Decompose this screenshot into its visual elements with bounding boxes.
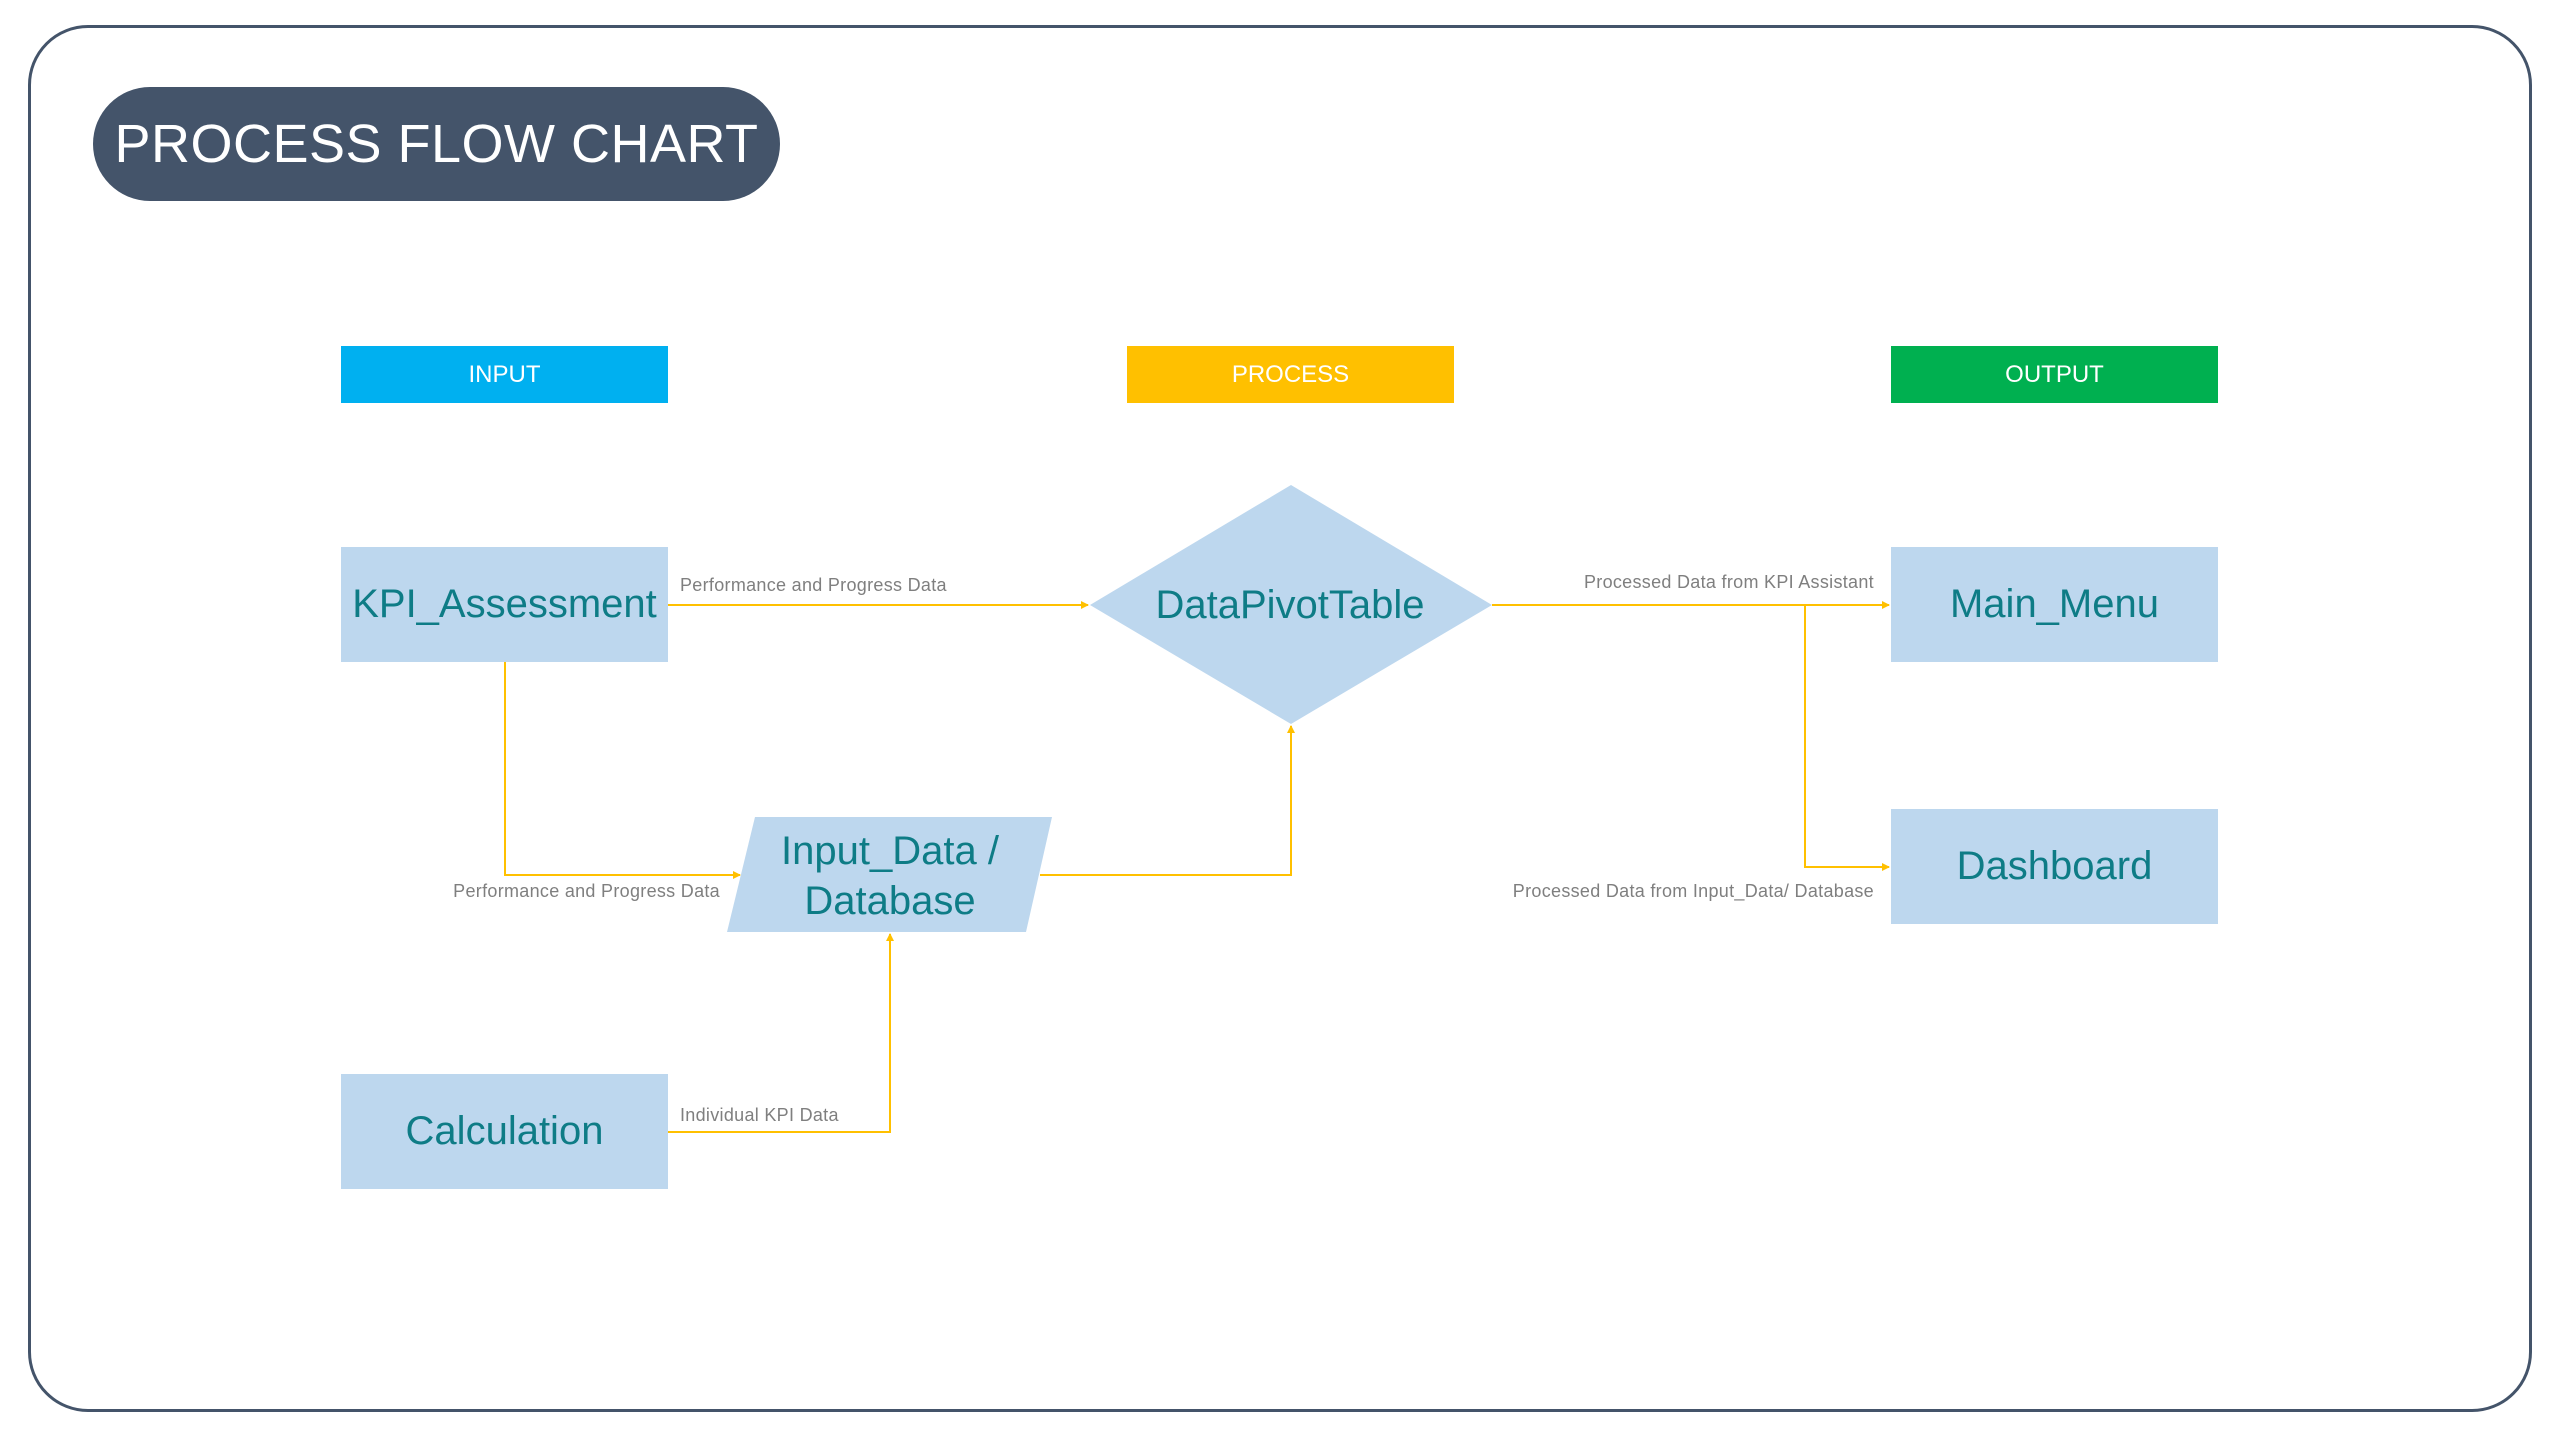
input-column-header: INPUT	[341, 346, 668, 403]
dashboard-node: Dashboard	[1891, 809, 2218, 924]
connector-input-data-to-pivot	[1040, 725, 1295, 876]
edge-label-pivot-to-dashboard: Processed Data from Input_Data/ Database	[1512, 881, 1874, 901]
process-column-header: PROCESS	[1127, 346, 1454, 403]
input-data-label: Input_Data / Database	[730, 818, 1050, 933]
edge-label-pivot-to-main-menu: Processed Data from KPI Assistant	[1583, 572, 1874, 592]
edge-label-kpi-to-input-data: Performance and Progress Data	[453, 881, 720, 901]
input-data-label-line1: Input_Data /	[781, 828, 999, 873]
connector-pivot-to-dashboard	[1804, 605, 1890, 871]
edge-label-kpi-to-pivot: Performance and Progress Data	[680, 575, 947, 595]
main-menu-node: Main_Menu	[1891, 547, 2218, 662]
page-title: PROCESS FLOW CHART	[93, 87, 780, 201]
input-data-label-line2: Database	[804, 878, 976, 923]
output-column-header: OUTPUT	[1891, 346, 2218, 403]
connector-calc-to-input-data	[668, 933, 894, 1133]
data-pivot-table-diamond	[1090, 485, 1492, 724]
input-data-parallelogram	[727, 817, 1052, 932]
data-pivot-table-label: DataPivotTable	[1155, 583, 1425, 627]
calculation-node: Calculation	[341, 1074, 668, 1189]
kpi-assessment-node: KPI_Assessment	[341, 547, 668, 662]
edge-label-calc-to-input-data: Individual KPI Data	[680, 1105, 839, 1125]
connector-kpi-to-input-data	[504, 662, 741, 879]
